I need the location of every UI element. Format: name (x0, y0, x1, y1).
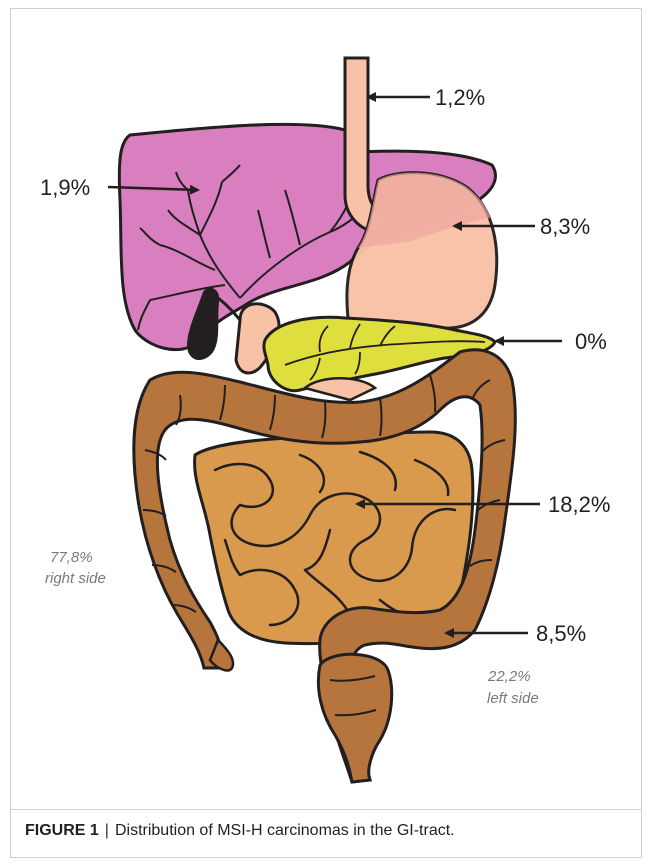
label-stomach: 8,3% (540, 214, 590, 239)
left-side-label: left side (487, 690, 539, 707)
left-side-percentage: 22,2% (487, 668, 531, 685)
label-liver: 1,9% (40, 175, 90, 200)
rectum (318, 654, 391, 782)
jejunum-segment (305, 378, 375, 400)
label-descending-colon: 8,5% (536, 621, 586, 646)
label-esophagus: 1,2% (435, 85, 485, 110)
label-small-intestine: 18,2% (548, 492, 610, 517)
right-side-percentage: 77,8% (50, 549, 93, 566)
label-pancreas: 0% (575, 329, 607, 354)
right-side-label: right side (45, 570, 106, 587)
